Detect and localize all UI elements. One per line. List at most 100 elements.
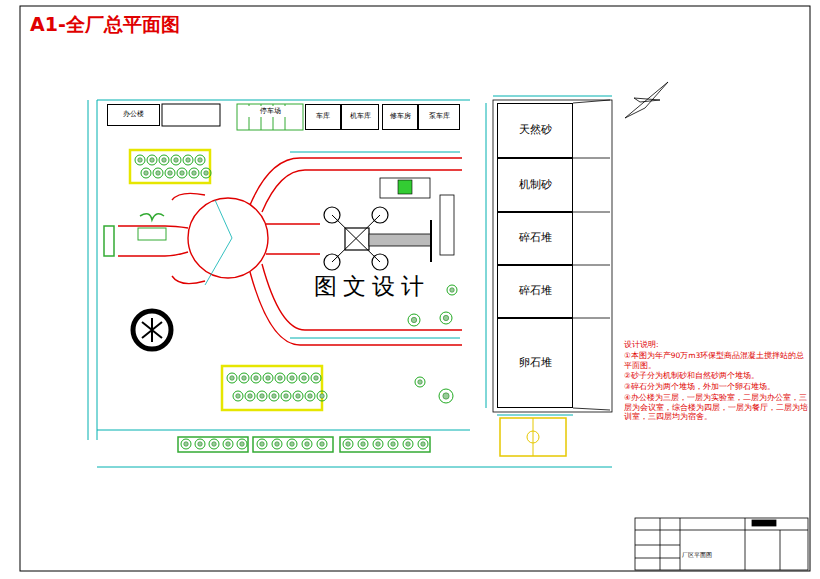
tree-crown: [239, 373, 249, 383]
design-note: ②砂子分为机制砂和自然砂两个堆场。: [624, 371, 810, 381]
boundary-line: [97, 100, 470, 440]
tree-crown: [257, 439, 267, 449]
tree-core: [248, 394, 253, 399]
fountain: [133, 311, 171, 349]
tree-crown: [189, 168, 199, 178]
tree-crown: [311, 373, 321, 383]
aggregate-bin: [380, 178, 430, 198]
tree-symbol: [237, 439, 247, 449]
title-rule: [680, 518, 681, 570]
drawing-title: A1-全厂总平面图: [30, 12, 180, 37]
mixer-tower: [345, 228, 369, 250]
tree-crown: [263, 373, 273, 383]
tree-core: [443, 315, 448, 320]
tree-symbol: [257, 391, 267, 401]
guard-house: [138, 228, 166, 240]
title-block-text: 厂区平面图: [682, 551, 712, 559]
title-rule: [635, 545, 680, 546]
tree-core: [284, 394, 289, 399]
road-edge: [266, 253, 320, 254]
marking-line: [205, 200, 232, 285]
tree-symbol: [299, 373, 309, 383]
tree-crown: [281, 391, 291, 401]
tree-core: [254, 376, 259, 381]
tree-crown: [171, 155, 181, 165]
tree-core: [290, 442, 295, 447]
storage-pile: 机制砂: [497, 158, 573, 212]
tree-symbol: [408, 314, 420, 326]
tree-crown: [135, 155, 145, 165]
tree-symbol: [440, 312, 452, 324]
tree-symbol: [177, 168, 187, 178]
tree-core: [296, 394, 301, 399]
tree-crown: [317, 439, 327, 449]
tree-symbol: [388, 439, 398, 449]
tree-core: [186, 158, 191, 163]
pile-label: 碎石堆: [519, 232, 552, 245]
tree-crown: [302, 439, 312, 449]
tree-core: [168, 171, 173, 176]
tree-crown: [227, 373, 237, 383]
dimension-line: [290, 152, 460, 153]
tree-core: [150, 158, 155, 163]
tree-core: [391, 442, 396, 447]
title-block: [635, 518, 808, 570]
tree-crown: [223, 439, 233, 449]
tree-core: [204, 171, 209, 176]
tree-symbol: [183, 155, 193, 165]
tree-symbol: [275, 373, 285, 383]
tree-core: [230, 376, 235, 381]
tree-symbol: [403, 439, 413, 449]
roundabout: [188, 198, 268, 278]
tree-symbol: [195, 439, 205, 449]
tree-crown: [373, 439, 383, 449]
tree-core: [236, 394, 241, 399]
tree-symbol: [293, 391, 303, 401]
tree-symbol: [165, 168, 175, 178]
tree-crown: [195, 439, 205, 449]
title-rule: [635, 530, 808, 531]
title-frame: [635, 518, 808, 570]
building-label: 修车房: [390, 113, 411, 120]
compass: [625, 82, 668, 118]
tree-symbol: [233, 391, 243, 401]
tree-crown: [293, 391, 303, 401]
tree-core: [314, 376, 319, 381]
tree-crown: [358, 439, 368, 449]
pile-edge: [573, 158, 610, 159]
tree-core: [305, 442, 310, 447]
title-rule: [780, 530, 781, 570]
dimension-line: [493, 96, 612, 97]
tree-core: [138, 158, 143, 163]
tree-crown: [245, 391, 255, 401]
dimension-line: [290, 338, 460, 339]
tree-core: [361, 442, 366, 447]
road: [118, 158, 462, 345]
tree-symbol: [269, 391, 279, 401]
belt: [440, 195, 454, 255]
tree-symbol: [153, 168, 163, 178]
court-line: [533, 418, 534, 456]
tree-core: [443, 393, 449, 399]
tree-symbol: [358, 439, 368, 449]
tree-symbol: [135, 155, 145, 165]
tree-core: [180, 171, 185, 176]
pile-edge: [573, 318, 610, 319]
storage-pile: 碎石堆: [497, 212, 573, 265]
title-fill: [752, 520, 776, 526]
tree-core: [212, 442, 217, 447]
storage-pile: 碎石堆: [497, 265, 573, 318]
tree-crown: [183, 155, 193, 165]
tree-core: [411, 317, 416, 322]
drawing-frame: [20, 6, 810, 571]
tree-crown: [195, 155, 205, 165]
building-label: 停车场: [260, 108, 281, 115]
dimension-line: [486, 103, 487, 408]
tree-core: [198, 442, 203, 447]
tree-crown: [287, 439, 297, 449]
green-strip: [178, 437, 248, 452]
title-rule: [635, 558, 680, 559]
building-box: 办公楼: [107, 104, 160, 126]
title-rule: [745, 518, 746, 570]
building-box: 泵车库: [418, 104, 460, 130]
